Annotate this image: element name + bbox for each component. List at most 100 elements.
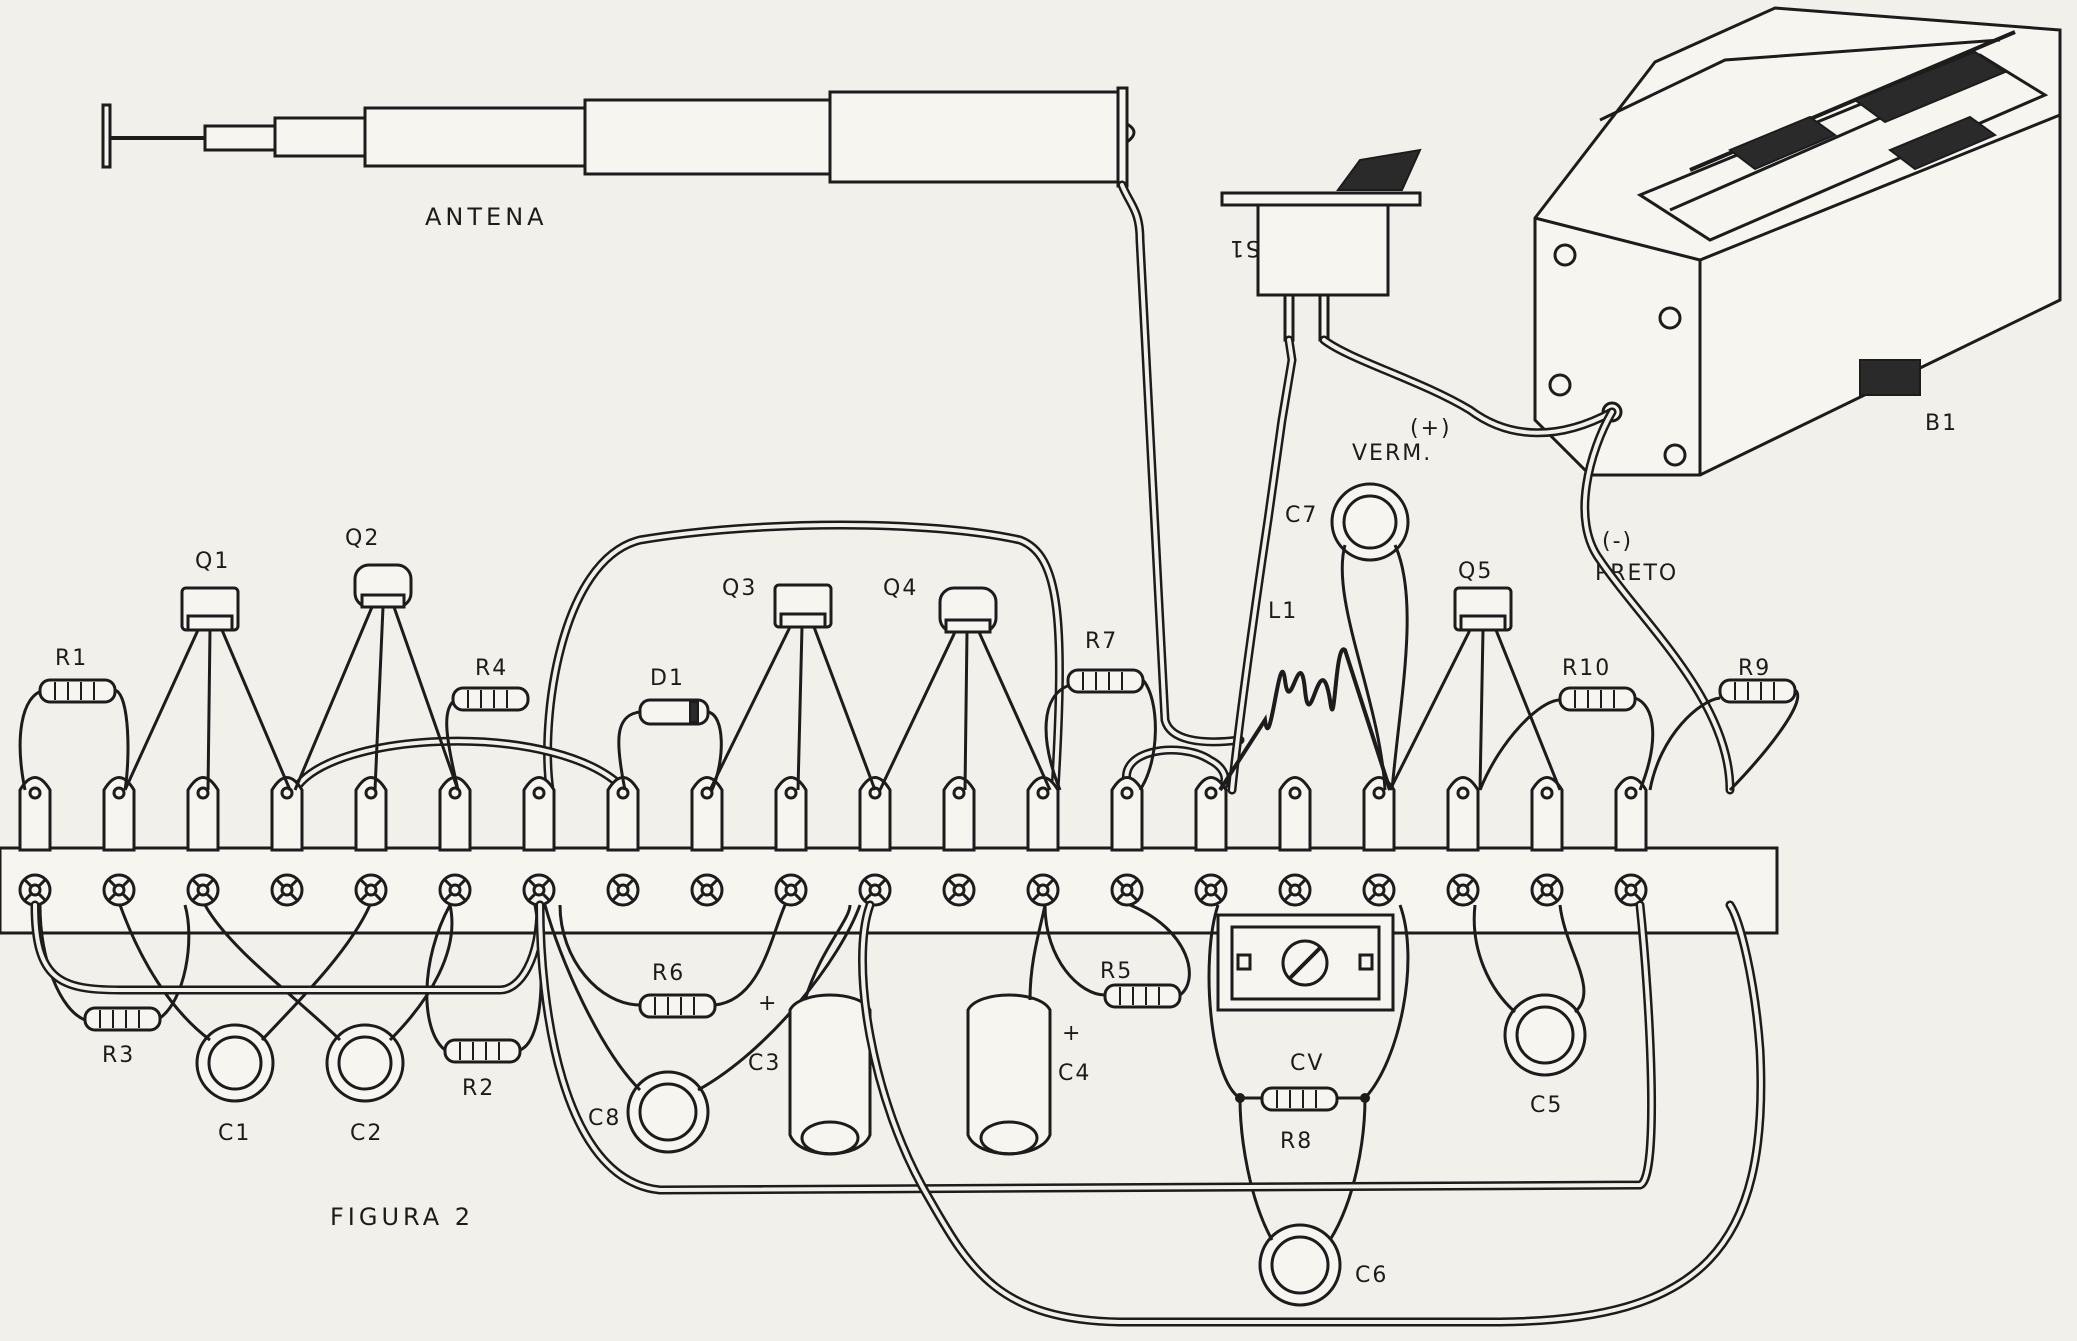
- resistor-r5: R5: [1043, 903, 1191, 1009]
- terminal-lug: [1530, 776, 1564, 852]
- transistor-q1: Q1: [123, 549, 292, 791]
- lug-hole: [196, 786, 210, 800]
- lug-hole: [448, 786, 462, 800]
- battery-label: B1: [1925, 411, 1958, 436]
- antenna-label: ANTENA: [425, 203, 548, 231]
- lug-hole: [1204, 786, 1218, 800]
- terminal-lug: [102, 776, 136, 852]
- q5-label: Q5: [1458, 559, 1493, 584]
- lug-hole: [616, 786, 630, 800]
- lug-hole: [952, 786, 966, 800]
- transistor-q3: Q3: [708, 576, 877, 791]
- eyelet: [186, 873, 220, 907]
- c1-label: C1: [218, 1121, 251, 1146]
- lug-hole: [1036, 786, 1050, 800]
- c6-label: C6: [1355, 1263, 1388, 1288]
- c3-plus: +: [758, 991, 778, 1016]
- resistor-r3: R3: [38, 904, 191, 1068]
- lug-hole: [280, 786, 294, 800]
- eyelet: [354, 873, 388, 907]
- r9-label: R9: [1738, 656, 1771, 681]
- resistor-r4: R4: [445, 656, 530, 791]
- eyelet: [1446, 873, 1480, 907]
- lug-hole: [1624, 786, 1638, 800]
- c4-label: C4: [1058, 1061, 1091, 1086]
- q4-label: Q4: [883, 576, 918, 601]
- eyelet: [270, 873, 304, 907]
- eyelet: [690, 873, 724, 907]
- terminal-strip: [0, 776, 1779, 935]
- eyelet: [774, 873, 808, 907]
- eyelet: [18, 873, 52, 907]
- eyelet: [1530, 873, 1564, 907]
- c3-label: C3: [748, 1051, 781, 1076]
- negative-label: (-): [1602, 529, 1633, 554]
- eyelet: [438, 873, 472, 907]
- eyelet: [522, 873, 556, 907]
- r10-label: R10: [1562, 656, 1611, 681]
- r3-label: R3: [102, 1043, 135, 1068]
- r6-label: R6: [652, 961, 685, 986]
- capacitor-c4: + C4: [966, 904, 1091, 1156]
- r1-label: R1: [55, 646, 88, 671]
- lug-hole: [1372, 786, 1386, 800]
- lug-hole: [1120, 786, 1134, 800]
- terminal-lug: [942, 776, 976, 852]
- eyelet: [1194, 873, 1228, 907]
- lug-hole: [112, 786, 126, 800]
- r4-label: R4: [475, 656, 508, 681]
- resistor-r7: R7: [1044, 629, 1157, 791]
- terminal-lug: [522, 776, 556, 852]
- r2-label: R2: [462, 1076, 495, 1101]
- c4-plus: +: [1062, 1021, 1082, 1046]
- capacitor-c1: C1: [118, 904, 372, 1146]
- q3-label: Q3: [722, 576, 757, 601]
- capacitor-c6: C6: [1238, 1097, 1388, 1307]
- r8-label: R8: [1280, 1129, 1313, 1154]
- c7-label: C7: [1285, 503, 1318, 528]
- trimmer-capacitor-cv: CV: [1216, 913, 1395, 1076]
- resistor-r2: R2: [425, 904, 543, 1101]
- lug-hole: [1456, 786, 1470, 800]
- eyelet: [1026, 873, 1060, 907]
- switch-label: S1: [1228, 235, 1260, 260]
- eyelet: [1614, 873, 1648, 907]
- terminal-lug: [606, 776, 640, 852]
- resistor-r9: R9: [1648, 656, 1799, 792]
- telescopic-antenna: ANTENA: [101, 86, 1136, 231]
- terminal-lug: [1362, 776, 1396, 852]
- r5-label: R5: [1100, 959, 1133, 984]
- diode-d1: D1: [617, 666, 723, 791]
- coil-l1: L1: [1218, 599, 1392, 792]
- capacitor-c7: C7: [1285, 482, 1410, 791]
- terminal-lug: [18, 776, 52, 852]
- resistor-r10: R10: [1478, 656, 1655, 791]
- d1-label: D1: [650, 666, 685, 691]
- terminal-lug: [1278, 776, 1312, 852]
- eyelet: [1110, 873, 1144, 907]
- cv-label: CV: [1290, 1051, 1324, 1076]
- eyelet: [1362, 873, 1396, 907]
- l1-label: L1: [1268, 599, 1298, 624]
- lug-hole: [532, 786, 546, 800]
- r7-label: R7: [1085, 629, 1118, 654]
- battery-holder-b1: B1: [1533, 6, 2062, 477]
- wiring-lower: [30, 900, 1766, 1327]
- terminal-lug: [1446, 776, 1480, 852]
- transistor-q4: Q4: [878, 576, 1052, 791]
- eyelet: [102, 873, 136, 907]
- c5-label: C5: [1530, 1093, 1563, 1118]
- capacitor-c3: + C3: [748, 904, 872, 1156]
- capacitor-c5: C5: [1472, 904, 1587, 1118]
- resistor-r1: R1: [18, 646, 130, 791]
- figure-title: FIGURA 2: [330, 1203, 474, 1231]
- terminal-lug: [774, 776, 808, 852]
- terminal-lug: [186, 776, 220, 852]
- eyelet: [858, 873, 892, 907]
- terminal-lug: [1614, 776, 1648, 852]
- terminal-lug: [270, 776, 304, 852]
- lug-hole: [784, 786, 798, 800]
- eyelet: [606, 873, 640, 907]
- terminal-lug: [1194, 776, 1228, 852]
